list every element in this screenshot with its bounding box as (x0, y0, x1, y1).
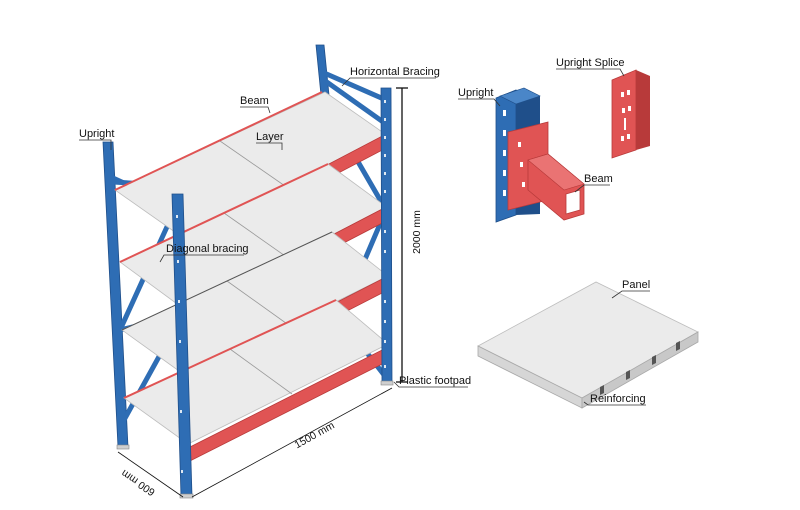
detail-upright-holes (503, 110, 506, 196)
upright-front-right (380, 87, 393, 383)
label-beam-detail: Beam (584, 173, 613, 185)
height-dimension: 2000 mm (396, 87, 423, 383)
horizontal-bracing (319, 69, 389, 127)
length-dimension-label: 1500 mm (292, 419, 336, 451)
back-beam-top (114, 91, 323, 191)
label-upright-splice: Upright Splice (556, 57, 624, 69)
splice-holes (621, 90, 631, 141)
depth-dimension-label: 600 mm (119, 467, 157, 498)
label-upright-left: Upright (79, 128, 114, 140)
panel-side-edge (581, 331, 699, 409)
upright-splice (611, 69, 637, 159)
label-upright-detail: Upright (458, 87, 493, 99)
shelf-rack (102, 44, 394, 499)
label-horizontal-bracing: Horizontal Bracing (350, 66, 440, 78)
label-panel: Panel (622, 279, 650, 291)
upright-holes (176, 100, 386, 473)
label-diagonal-bracing: Diagonal bracing (166, 243, 249, 255)
plastic-footpad-back (116, 444, 130, 450)
plastic-footpad (380, 380, 394, 386)
label-beam-top: Beam (240, 95, 269, 107)
height-dimension-label: 2000 mm (411, 210, 423, 254)
connector-holes (518, 142, 525, 187)
label-plastic-footpad: Plastic footpad (399, 375, 471, 387)
reinforcing-ribs (600, 341, 680, 395)
depth-dimension: 600 mm (117, 451, 184, 498)
rack-labels: Upright Beam Layer Horizontal Bracing Di… (79, 66, 471, 388)
panel-detail: Panel Reinforcing (477, 279, 699, 409)
panel-top (477, 281, 699, 399)
upright-splice-detail: Upright Splice (556, 57, 650, 159)
label-layer: Layer (256, 131, 284, 143)
label-reinforcing: Reinforcing (590, 393, 646, 405)
shelf-level-4 (123, 299, 389, 463)
upright-beam-detail: Upright Beam (458, 87, 613, 223)
